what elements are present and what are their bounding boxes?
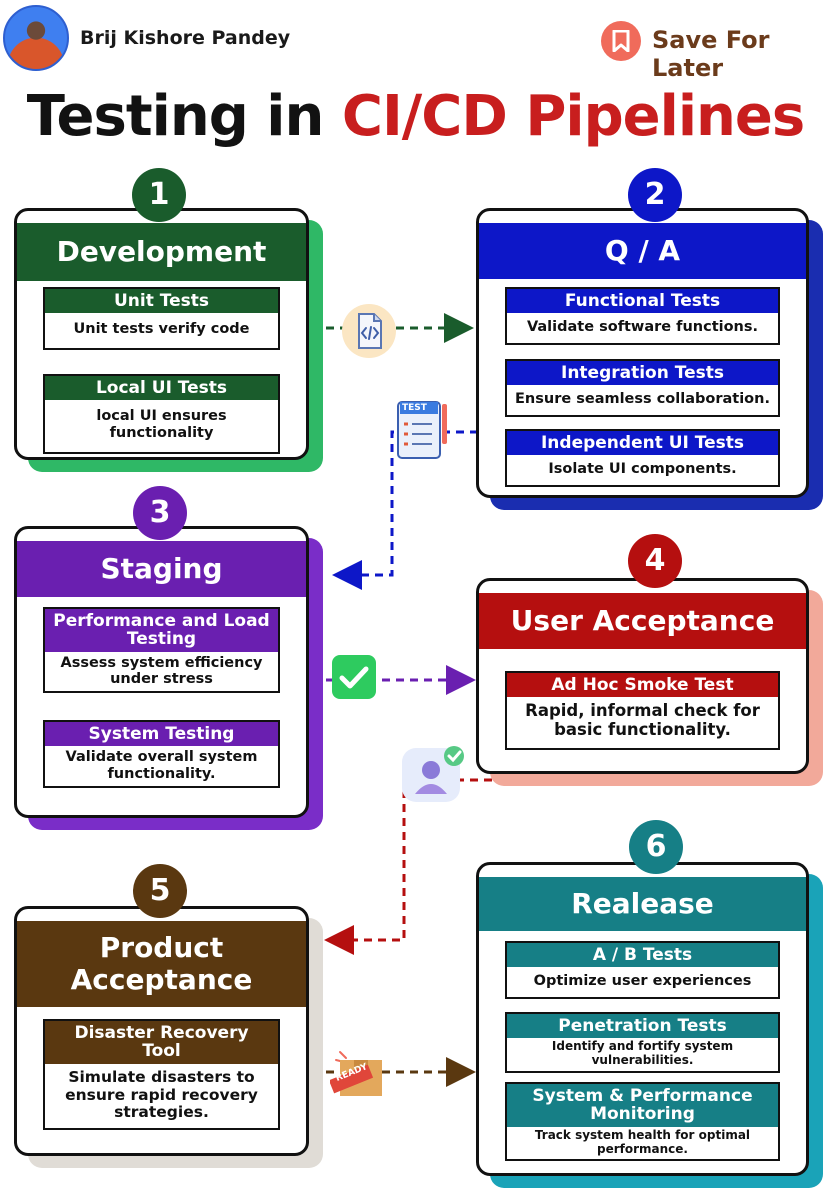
card-body: Development Unit Tests Unit tests verify… [14,208,309,460]
test-item: Performance and Load Testing Assess syst… [43,607,280,694]
stage-title: Realease [479,877,806,931]
test-item-title: System Testing [45,722,278,747]
test-item: System Testing Validate overall system f… [43,720,280,788]
save-for-later-button[interactable]: Save For Later [652,26,770,82]
test-item: Local UI Tests local UI ensures function… [43,374,280,454]
checkmark-icon [331,654,377,700]
stage-card-development: Development Unit Tests Unit tests verify… [14,208,323,472]
stage-card-product-acceptance: Product Acceptance Disaster Recovery Too… [14,906,323,1168]
stage-card-qa: Q / A Functional Tests Validate software… [476,208,823,510]
test-item-title: Disaster Recovery Tool [45,1021,278,1064]
stage-card-staging: Staging Performance and Load Testing Ass… [14,526,323,830]
test-item-title: Local UI Tests [45,376,278,401]
test-item-desc: Optimize user experiences [533,973,752,990]
test-item-title: Penetration Tests [507,1014,778,1039]
page-title: Testing in CI/CD Pipelines [0,84,831,149]
test-item-desc: Validate overall system functionality. [65,749,258,783]
test-item: System & Performance Monitoring Track sy… [505,1082,780,1162]
stage-title: User Acceptance [479,593,806,649]
card-body: User Acceptance Ad Hoc Smoke Test Rapid,… [476,578,809,774]
title-part-1: Testing in [26,84,325,149]
test-item-title: A / B Tests [507,943,778,968]
test-item: Functional Tests Validate software funct… [505,287,780,346]
test-item-title: Functional Tests [507,289,778,314]
test-item-title: Unit Tests [45,289,278,314]
title-part-2: CI/CD Pipelines [341,84,805,149]
stage-number-badge: 2 [628,168,682,222]
code-file-icon [340,302,398,360]
stage-number-badge: 3 [133,486,187,540]
test-item-title: System & Performance Monitoring [507,1084,778,1127]
test-doc-label: TEST [402,403,427,413]
test-item: Penetration Tests Identify and fortify s… [505,1012,780,1073]
test-item: Independent UI Tests Isolate UI componen… [505,429,780,488]
card-body: Realease A / B Tests Optimize user exper… [476,862,809,1176]
test-item-desc: Identify and fortify system vulnerabilit… [551,1039,734,1068]
stage-title: Staging [17,541,306,597]
test-item-desc: local UI ensures functionality [96,408,227,442]
stage-number-badge: 5 [133,864,187,918]
card-body: Q / A Functional Tests Validate software… [476,208,809,498]
test-item-desc: Validate software functions. [526,319,759,336]
test-item: Disaster Recovery Tool Simulate disaster… [43,1019,280,1131]
test-item-title: Ad Hoc Smoke Test [507,673,778,698]
test-item-desc: Ensure seamless collaboration. [515,391,770,408]
test-item-title: Performance and Load Testing [45,609,278,652]
test-item-title: Independent UI Tests [507,431,778,456]
test-item: Integration Tests Ensure seamless collab… [505,359,780,418]
test-item-desc: Track system health for optimal performa… [534,1127,751,1156]
card-body: Staging Performance and Load Testing Ass… [14,526,309,818]
stage-number-badge: 4 [628,534,682,588]
test-item: A / B Tests Optimize user experiences [505,941,780,1000]
test-item-title: Integration Tests [507,361,778,386]
ready-box-icon: READY [328,1046,388,1100]
test-item-desc: Isolate UI components. [548,461,737,478]
stage-number-badge: 6 [629,820,683,874]
card-body: Product Acceptance Disaster Recovery Too… [14,906,309,1156]
test-item: Ad Hoc Smoke Test Rapid, informal check … [505,671,780,751]
test-item-desc: Rapid, informal check for basic function… [525,701,760,740]
bookmark-icon[interactable] [601,21,641,61]
stage-title: Product Acceptance [17,921,306,1007]
author-avatar [3,5,69,71]
test-item-desc: Simulate disasters to ensure rapid recov… [65,1067,258,1122]
stage-title: Q / A [479,223,806,279]
test-item-desc: Assess system efficiency under stress [60,654,263,688]
test-item-desc: Unit tests verify code [73,321,250,338]
stage-title: Development [17,223,306,281]
test-item: Unit Tests Unit tests verify code [43,287,280,351]
test-document-icon: TEST [394,398,452,462]
user-check-icon [400,744,468,806]
author-name: Brij Kishore Pandey [80,27,291,49]
stage-card-release: Realease A / B Tests Optimize user exper… [476,862,823,1188]
stage-number-badge: 1 [132,168,186,222]
stage-card-user-acceptance: User Acceptance Ad Hoc Smoke Test Rapid,… [476,578,823,786]
